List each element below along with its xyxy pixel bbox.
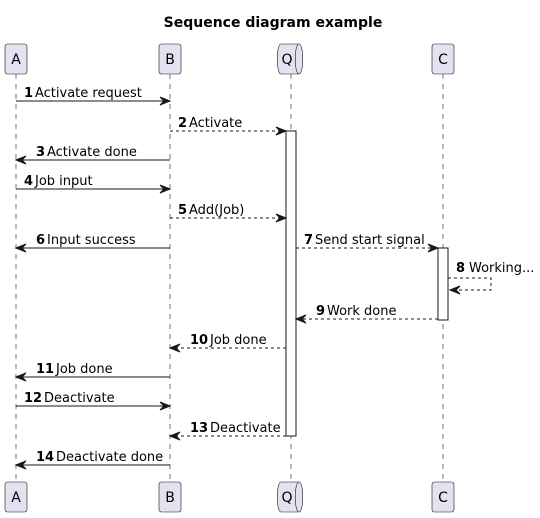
message-label: Send start signal [315,233,425,248]
participant-q-top-label: Q [281,52,292,68]
arrow-head [159,401,172,411]
participant-b-top-label: B [165,52,175,68]
message-number: 7 [304,233,313,248]
arrow-head [294,314,307,324]
message-label: Add(Job) [189,203,244,218]
message-number: 11 [36,362,54,377]
participants-bottom: A B Q C [4,481,455,513]
message-number: 9 [316,304,325,319]
message-label: Deactivate [210,421,281,436]
message-label: Job input [34,174,93,189]
diagram-title: Sequence diagram example [164,15,383,31]
arrow-head [275,213,288,223]
participant-q-bottom-queue [276,481,304,513]
participant-b-top-box [158,43,182,75]
message-label: Deactivate done [56,450,163,465]
participant-a-bottom-box [4,481,28,513]
arrow-head [275,126,288,136]
message-number: 12 [24,391,42,406]
message-number: 8 [456,261,465,276]
message-label: Work done [327,304,397,319]
arrow-head [168,431,181,441]
arrow-head [448,285,461,295]
activation-bar-c [437,247,449,321]
participant-q-top-queue [276,43,304,75]
message-label: Activate done [47,145,137,160]
message-number: 4 [24,174,33,189]
message-label: Activate [189,116,242,131]
message-label: Job done [55,362,113,377]
arrow-head [159,184,172,194]
message-number: 5 [178,203,187,218]
participant-c-bottom-label: C [438,490,448,506]
message-number: 3 [36,145,45,160]
message-number: 6 [36,233,45,248]
message-label: Job done [209,333,267,348]
participant-a-bottom-label: A [11,490,21,506]
participant-c-top-label: C [438,52,448,68]
participant-a-top-label: A [11,52,21,68]
message-number: 2 [178,116,187,131]
message-line [448,277,492,291]
participant-b-bottom-box [158,481,182,513]
message-label: Activate request [35,86,142,101]
arrow-head [14,155,27,165]
arrow-head [427,243,440,253]
participant-c-top-box [431,43,455,75]
message-number: 13 [190,421,208,436]
activation-bar-q [285,130,297,437]
message-label: Working... [469,261,534,276]
message-8: 8 Working... [448,261,534,295]
participants-top: A B Q C [4,43,455,75]
message-number: 1 [24,86,33,101]
arrow-head [14,460,27,470]
message-label: Deactivate [44,391,115,406]
participant-b-bottom-label: B [165,490,175,506]
message-number: 10 [190,333,208,348]
participant-q-bottom-label: Q [281,490,292,506]
message-number: 14 [36,450,54,465]
arrow-head [14,372,27,382]
arrow-head [168,343,181,353]
arrow-head [159,96,172,106]
participant-c-bottom-box [431,481,455,513]
participant-a-top-box [4,43,28,75]
arrow-head [14,243,27,253]
message-label: Input success [47,233,136,248]
